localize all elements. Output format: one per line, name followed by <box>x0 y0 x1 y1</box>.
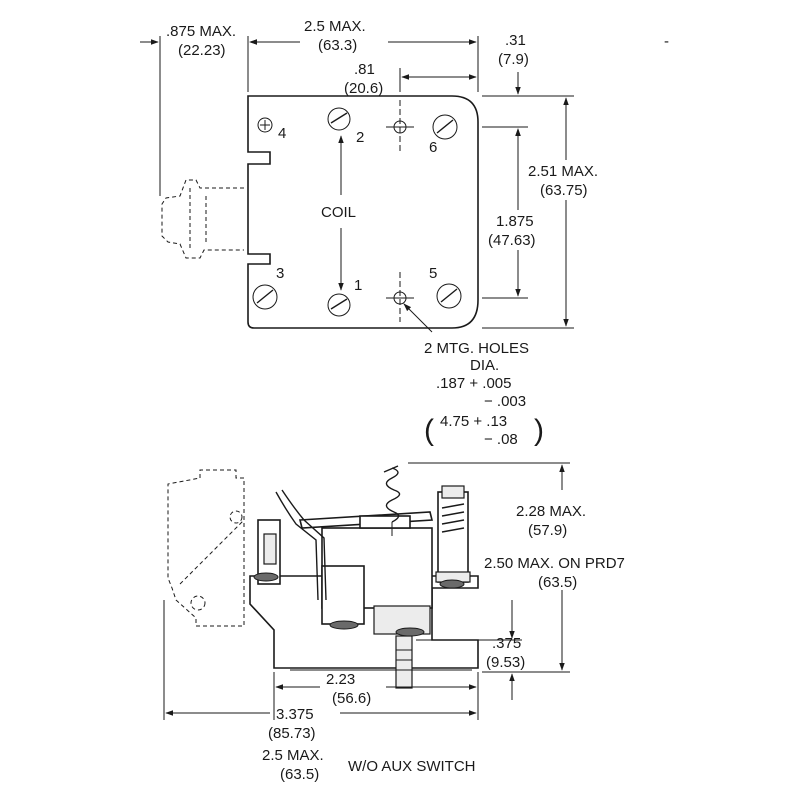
side-prd7-label: 2.50 MAX. ON PRD7 <box>484 555 625 572</box>
no-aux-width-label: 2.5 MAX. <box>262 747 324 764</box>
side-aux-switch-outline <box>167 469 245 627</box>
dim-hole-spacing-label: 1.875 <box>496 213 534 230</box>
no-aux-width-mm: (63.5) <box>280 766 319 783</box>
mtg-holes-label: 2 MTG. HOLES <box>424 340 529 357</box>
mtg-holes-dia-label: DIA. <box>470 357 499 374</box>
terminal-4-icon <box>257 117 273 133</box>
overall-width-mm: (85.73) <box>268 725 316 742</box>
terminal-3-label: 3 <box>276 265 284 282</box>
screw-1-icon <box>327 293 351 317</box>
side-height-label: 2.28 MAX. <box>516 503 586 520</box>
left-contact-post <box>257 489 327 601</box>
aux-switch-outline <box>161 179 244 259</box>
hole-dia-inch: .187 + .005 <box>436 375 511 392</box>
base-width-label: 2.23 <box>326 671 355 688</box>
mounting-stud <box>395 635 413 689</box>
overall-width-label: 3.375 <box>276 706 314 723</box>
hole-dia-mm-minus: − .08 <box>484 431 518 448</box>
stud-length-label: .375 <box>492 635 521 652</box>
hole-dia-paren-close: ) <box>534 414 544 447</box>
terminal-4-label: 4 <box>278 125 286 142</box>
screw-6-icon <box>432 114 458 140</box>
mounting-hole-top-icon <box>386 100 414 154</box>
terminal-5-label: 5 <box>429 265 437 282</box>
screw-3-icon <box>252 284 278 310</box>
return-spring-icon <box>383 465 401 536</box>
right-contact-post <box>435 485 471 583</box>
side-prd7-mm: (63.5) <box>538 574 577 591</box>
terminal-1-label: 1 <box>354 277 362 294</box>
coil-window <box>321 565 365 625</box>
base-width-mm: (56.6) <box>332 690 371 707</box>
dim-length-label: 2.5 MAX. <box>304 18 366 35</box>
mounting-hole-bottom-icon <box>386 272 414 322</box>
terminal-2-label: 2 <box>356 129 364 146</box>
relay-top-plate <box>247 95 479 329</box>
hole-dia-mm: 4.75 + .13 <box>440 413 507 430</box>
dim-length-mm: (63.3) <box>318 37 357 54</box>
top-view: COIL 1 2 3 4 5 6 .875 MAX. (22.23) 2.5 M… <box>140 18 669 448</box>
screw-2-icon <box>327 107 351 131</box>
side-view: 2.28 MAX. (57.9) 2.50 MAX. ON PRD7 (63.5… <box>163 462 625 783</box>
dim-height-mm: (63.75) <box>540 182 588 199</box>
dim-height-label: 2.51 MAX. <box>528 163 598 180</box>
dim-31-label: .31 <box>505 32 526 49</box>
mtg-hole-leader <box>403 303 433 333</box>
dim-hole-spacing-mm: (47.63) <box>488 232 536 249</box>
hole-dia-inch-minus: − .003 <box>484 393 526 410</box>
stud-length-mm: (9.53) <box>486 654 525 671</box>
coil-label: COIL <box>321 204 356 221</box>
dim-81-label: .81 <box>354 61 375 78</box>
dash-mark: - <box>664 33 669 50</box>
hole-dia-paren-open: ( <box>424 414 434 447</box>
dim-81-mm: (20.6) <box>344 80 383 97</box>
terminal-6-label: 6 <box>429 139 437 156</box>
dim-31-mm: (7.9) <box>498 51 529 68</box>
dim-875-mm: (22.23) <box>178 42 226 59</box>
dim-875-label: .875 MAX. <box>166 23 236 40</box>
no-aux-caption: W/O AUX SWITCH <box>348 758 476 775</box>
screw-5-icon <box>436 283 462 309</box>
side-height-mm: (57.9) <box>528 522 567 539</box>
